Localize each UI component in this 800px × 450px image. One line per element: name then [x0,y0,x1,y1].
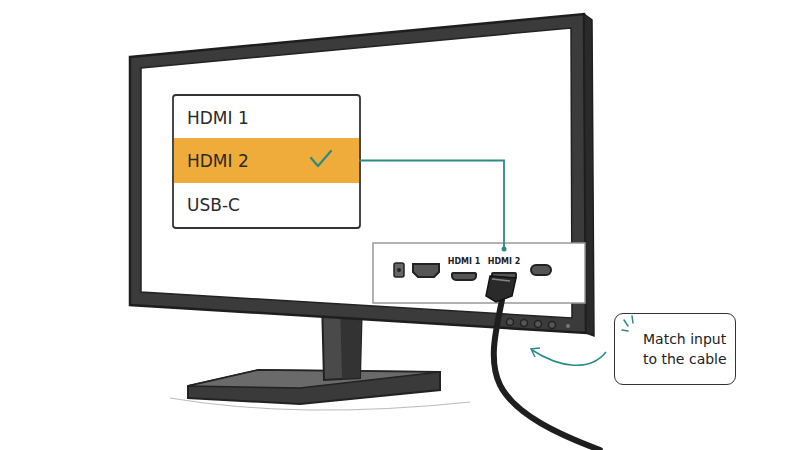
menu-item: HDMI 1 [174,97,359,138]
node-label: USB-C [187,195,240,215]
hdmi-port [413,264,439,277]
connector-line [359,161,507,252]
menu-box [173,95,360,228]
monitor-button [549,322,556,329]
monitor-button [507,319,514,326]
power-jack-pin [397,268,401,272]
monitor-bezel [130,14,586,333]
callout-spark [622,316,633,331]
port-label: HDMI 1 [448,257,481,266]
port-panel [373,243,585,303]
menu-item-selected: HDMI 2 [174,138,359,183]
monitor-screen [141,28,572,318]
monitor-button [535,321,542,328]
hdmi-port: HDMI 1 [446,249,482,281]
stand-base-top [188,370,440,388]
node-label: HDMI 2 [187,151,249,171]
hdmi-cable [494,300,600,450]
connector-dot [502,247,507,252]
hdmi-plug [486,276,516,302]
checkmark [311,151,331,166]
hdmi-plug-highlight [492,279,510,281]
callout-leader [532,350,606,365]
port-label-holder: HDMI 2 [488,249,521,268]
menu-item: USB-C [174,183,359,226]
connector-path [359,161,504,250]
callout-arrowhead [531,348,540,357]
power-led [566,324,570,328]
node-label: Match input to the cable [643,329,729,369]
hdmi-socket [451,272,477,281]
power-jack [394,263,404,277]
usb-c-port [531,265,551,275]
stand-base [188,370,440,404]
monitor-button [521,320,528,327]
node-label: HDMI 1 [187,108,249,128]
port-label-holder: HDMI 1 [448,249,481,268]
port-label: HDMI 2 [488,257,521,266]
callout-box: Match input to the cable [614,313,736,385]
